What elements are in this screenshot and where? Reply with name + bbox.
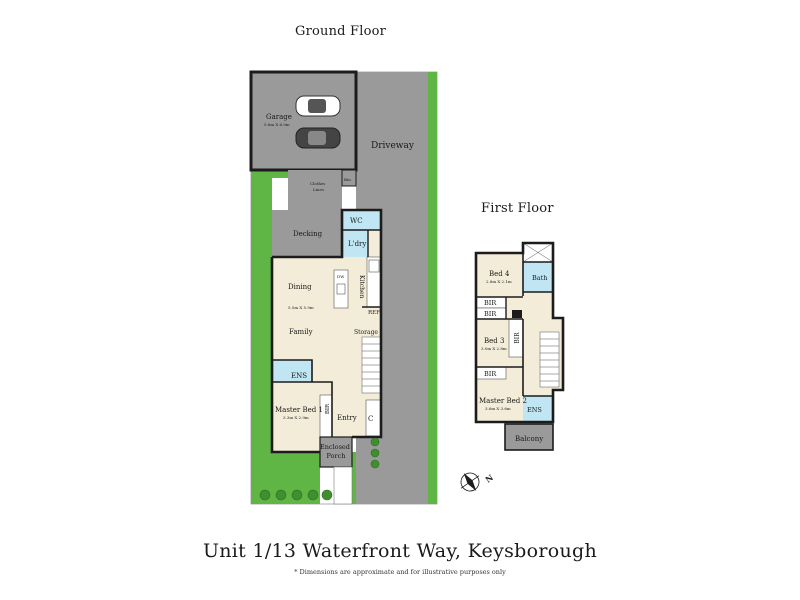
sink-icon	[336, 283, 346, 295]
fridge-label: REF	[368, 310, 380, 316]
porch-label: Enclosed Porch	[320, 443, 352, 460]
car-icon	[295, 95, 341, 117]
ensuite-2-label: ENS	[527, 406, 542, 414]
clothes-lines-label: Clothes Lines	[310, 181, 327, 192]
disclaimer: * Dimensions are approximate and for ill…	[294, 568, 506, 576]
compass-icon	[460, 472, 480, 492]
side-lawn	[251, 210, 320, 504]
bin-area	[341, 169, 357, 187]
void-cross	[522, 242, 554, 263]
garage	[249, 70, 358, 172]
family-label: Family	[289, 328, 313, 336]
porch-line-2: Porch	[327, 452, 346, 460]
decking-label: Decking	[293, 230, 323, 238]
front-lawn	[251, 170, 288, 210]
bed4-label: Bed 4	[489, 270, 510, 278]
ensuite-1-label: ENS	[291, 372, 307, 380]
bir-4-label: BIR	[484, 299, 497, 307]
ensuite-1	[272, 360, 312, 382]
laundry-label: L'dry	[348, 240, 366, 248]
bath	[523, 262, 553, 292]
cooktop-icon	[368, 259, 380, 273]
house-floor	[272, 210, 381, 452]
first-floor-plan: Bed 4 2.8m X 2.1m Bath BIR BIR Bed 3 3.0…	[474, 241, 565, 451]
kitchen-island	[333, 269, 349, 309]
porch-path	[333, 466, 353, 505]
family-dimensions: 5.5m X 5.9m	[288, 305, 314, 310]
wc	[342, 210, 381, 230]
bir-master-2-label: BIR	[484, 370, 497, 378]
clothes-lines-line-2: Lines	[313, 187, 324, 192]
lawn-strip-right	[428, 72, 437, 504]
bir-robe	[319, 394, 333, 438]
dishwasher-label: DW	[337, 274, 345, 279]
shrubs	[259, 437, 380, 501]
master-bed-1-dimensions: 3.3m X 2.9m	[283, 415, 309, 420]
bin-label: Bin	[344, 177, 351, 182]
wc-label: WC	[350, 217, 363, 225]
laundry	[342, 230, 368, 257]
bed3-label: Bed 3	[484, 337, 504, 345]
cupboard-label: C	[368, 415, 373, 423]
clothes-lines-area	[288, 170, 342, 210]
ground-stairs	[361, 336, 382, 394]
clothes-lines-line-1: Clothes	[310, 181, 325, 186]
bir-label: BIR	[325, 403, 331, 414]
compass-north-label: N	[483, 472, 495, 484]
first-floor-heading: First Floor	[481, 201, 554, 216]
kitchen-label: Kitchen	[358, 275, 365, 299]
first-stairs	[539, 331, 560, 388]
car-icon	[295, 127, 341, 149]
ground-walls	[270, 208, 383, 454]
bath-label: Bath	[532, 274, 547, 282]
master-bed-1-label: Master Bed 1	[275, 406, 323, 414]
porch-line-1: Enclosed	[320, 443, 350, 451]
balcony-label: Balcony	[515, 435, 543, 443]
balcony	[504, 423, 554, 451]
decking	[272, 210, 342, 257]
driveway-label: Driveway	[371, 141, 415, 151]
dining-label: Dining	[288, 283, 312, 291]
garage-label: Garage	[266, 113, 292, 121]
master-bed-2-label: Master Bed 2	[479, 397, 527, 405]
ensuite-2	[523, 396, 553, 422]
storage-label: Storage	[354, 329, 378, 336]
bir-3-side-label: BIR	[514, 332, 521, 344]
bir-3-label: BIR	[484, 310, 497, 318]
garage-dimensions: 5.6m X 6.0m	[264, 122, 290, 127]
ground-floor-heading: Ground Floor	[295, 24, 387, 39]
ground-floor-plan: Garage 5.6m X 6.0m Driveway Clothes Line…	[249, 70, 438, 505]
bed3-dimensions: 3.0m X 2.8m	[481, 346, 507, 351]
first-walls	[474, 241, 565, 424]
service-duct	[512, 310, 522, 318]
bed4-dimensions: 2.8m X 2.1m	[486, 279, 512, 284]
property-address: Unit 1/13 Waterfront Way, Keysborough	[202, 540, 598, 562]
entry-label: Entry	[337, 414, 357, 422]
master-bed-2-dimensions: 3.6m X 3.6m	[485, 406, 511, 411]
